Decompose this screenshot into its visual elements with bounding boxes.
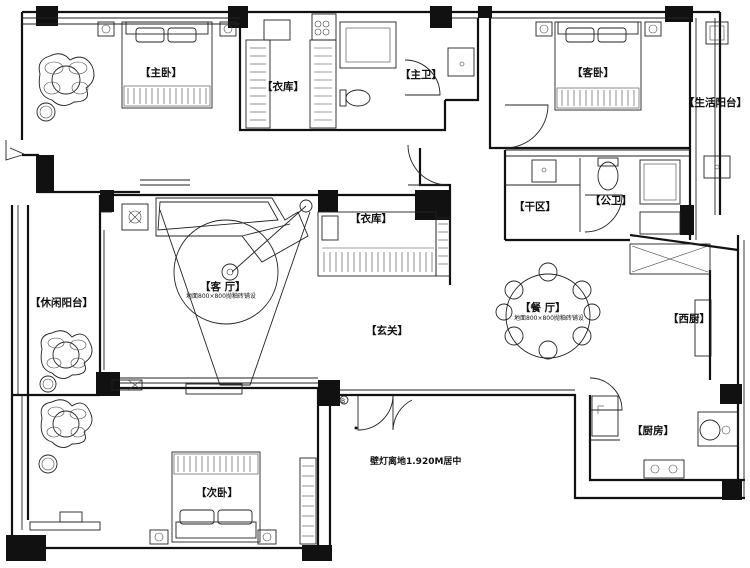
label-closet-1: 【衣库】 [262,80,304,93]
closet-2-furniture [317,211,451,277]
note-living-floor: 地面800×800抛釉砖铺设 [186,292,256,300]
master-bath-fixtures [339,21,475,107]
foyer-fixtures: B [339,395,358,430]
label-western-kitchen: 【西厨】 [668,312,710,325]
label-leisure-balcony: 【休闲阳台】 [30,296,93,309]
note-wall-lamp: 壁灯离地1.920M居中 [370,455,461,467]
label-dry-area: 【干区】 [514,200,556,213]
label-master-bath: 【主卫】 [400,68,442,81]
structural-columns [6,6,742,561]
svg-text:B: B [341,398,345,405]
note-dining-floor: 地面800×800抛釉砖铺设 [514,314,584,322]
second-bedroom-furniture [29,399,317,545]
utility-balcony-fixtures [703,21,731,179]
label-master-bedroom: 【主卧】 [140,66,182,79]
label-dining-room: 【餐 厅】 [520,301,566,314]
label-second-bedroom: 【次卧】 [196,486,238,499]
label-public-bath: 【公卫】 [590,194,632,207]
room-labels: 【主卧】 【衣库】 【主卫】 【客卧】 【生活阳台】 【干区】 【公卫】 【衣库… [30,66,747,499]
label-kitchen: 【厨房】 [632,424,674,437]
closet-1-furniture [245,13,337,129]
guest-bedroom-furniture [535,21,662,111]
windows [17,17,745,530]
label-guest-bedroom: 【客卧】 [572,66,614,79]
walls [10,10,745,552]
label-living-room: 【客 厅】 [200,280,246,293]
dining-furniture [495,262,601,360]
label-utility-balcony: 【生活阳台】 [684,96,747,109]
living-room-furniture [111,197,313,395]
leisure-balcony-furniture [39,330,93,393]
doors [5,59,623,431]
label-foyer: 【玄关】 [366,324,408,337]
label-closet-2: 【衣库】 [350,212,392,225]
kitchen-fixtures [590,243,739,479]
master-bedroom-furniture [36,21,237,122]
dry-area-public-bath-fixtures [505,157,681,235]
